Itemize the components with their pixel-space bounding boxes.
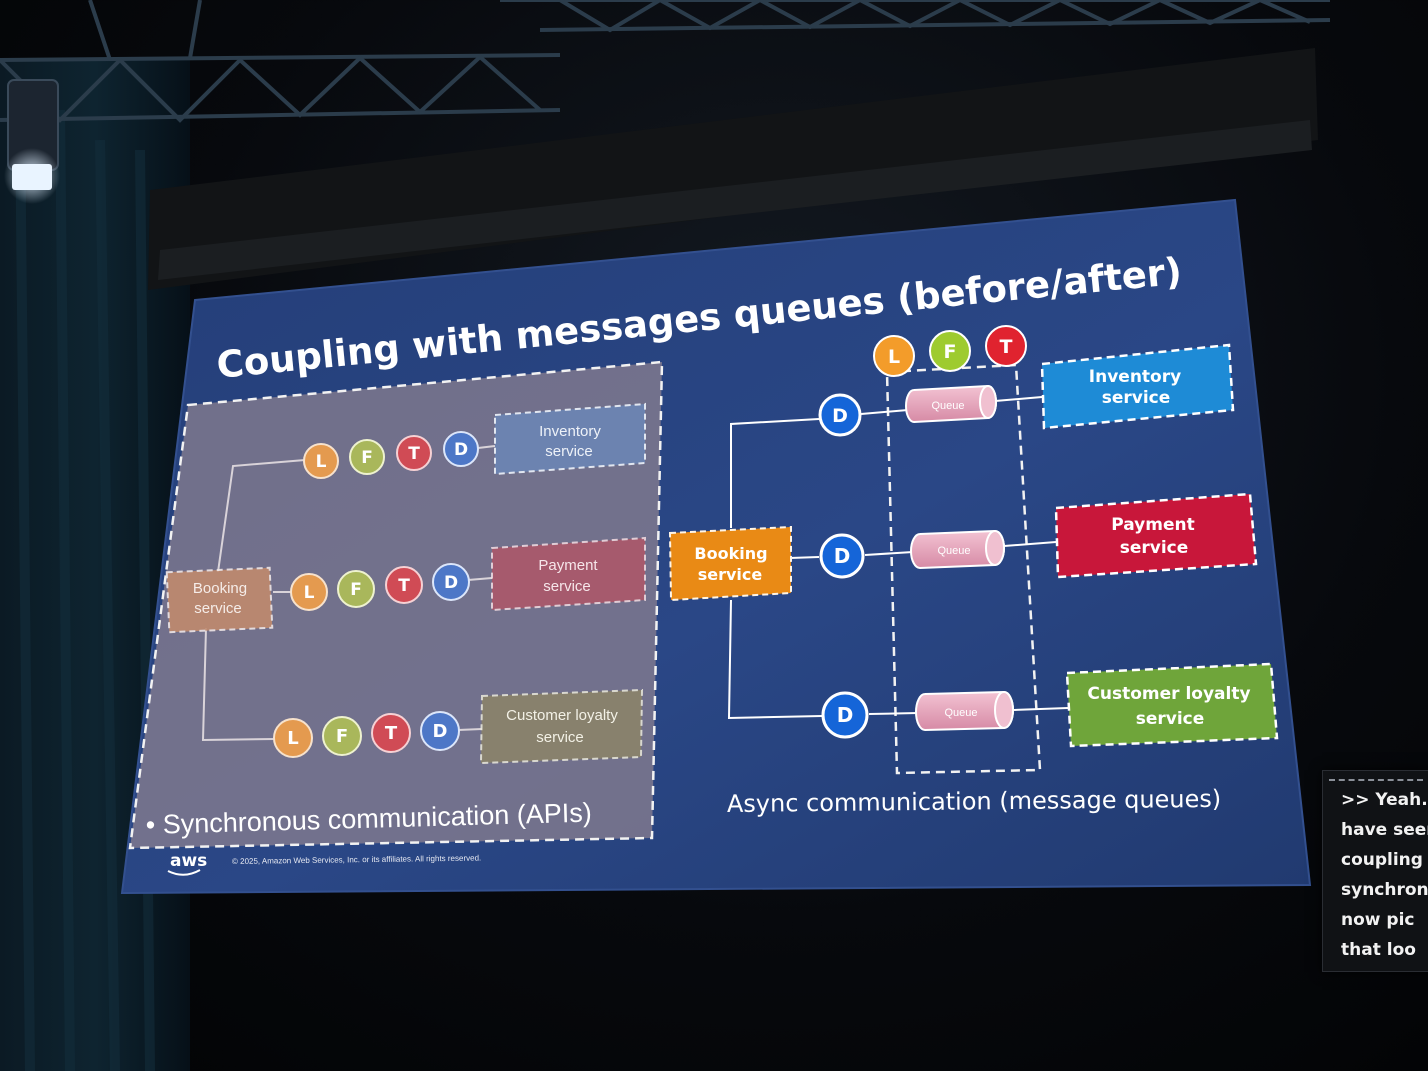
before-row1-badge-D: D	[454, 440, 468, 460]
before-loyalty-label-2: service	[536, 729, 584, 746]
caption-line-3: coupling	[1341, 850, 1423, 870]
before-booking-label-2: service	[194, 600, 242, 617]
before-row-loyalty: L F T D Customer loyalty service	[273, 688, 644, 765]
after-row-loyalty: D Queue Customer loyalty service	[821, 662, 1279, 748]
after-loyalty-label-1: Customer loyalty	[1087, 684, 1250, 704]
after-row3-badge-D: D	[837, 703, 854, 727]
before-connectors	[201, 445, 496, 742]
before-row2-badge-T: T	[398, 576, 410, 596]
before-inventory-label-1: Inventory	[539, 423, 601, 440]
before-row3-badge-F: F	[336, 726, 348, 747]
after-row-payment: D Queue Payment service	[819, 492, 1258, 579]
before-row2-badge-F: F	[350, 580, 362, 600]
before-booking-label-1: Booking	[193, 580, 247, 597]
after-inventory-label-2: service	[1102, 388, 1171, 408]
after-payment-label-2: service	[1120, 538, 1189, 558]
before-inventory-label-2: service	[545, 443, 593, 460]
before-row3-badge-T: T	[385, 723, 398, 744]
copyright-text: © 2025, Amazon Web Services, Inc. or its…	[232, 854, 481, 866]
before-payment-label-1: Payment	[538, 557, 598, 574]
caption-line-2: have seen	[1341, 820, 1428, 840]
queue-label-3: Queue	[944, 707, 977, 719]
before-row-payment: L F T D Payment service	[290, 536, 646, 612]
after-top-badges: L F T	[873, 325, 1027, 377]
before-row3-badge-D: D	[433, 721, 448, 742]
caption-line-1: >> Yeah. S	[1341, 790, 1428, 810]
stage-spotlight	[4, 79, 60, 204]
before-payment-label-2: service	[543, 578, 591, 595]
after-payment-label-1: Payment	[1111, 515, 1195, 535]
aws-smile-icon	[167, 869, 201, 876]
queue-cylinder-2	[910, 529, 1005, 570]
live-caption-panel: >> Yeah. S have seen coupling synchron n…	[1322, 770, 1428, 972]
after-badge-L: L	[888, 346, 900, 368]
queue-group-outline	[885, 363, 1042, 775]
after-booking-label-2: service	[698, 565, 763, 584]
screen-frame	[148, 48, 1318, 290]
caption-line-6: that loo	[1341, 940, 1416, 960]
before-row2-badge-D: D	[444, 573, 458, 593]
after-badge-T: T	[1000, 336, 1013, 358]
after-row-inventory: D Queue Inventory service	[818, 343, 1235, 437]
caption-line-5: now pic	[1341, 910, 1415, 930]
caption-divider	[1329, 779, 1423, 781]
caption-line-4: synchron	[1341, 880, 1428, 900]
before-row1-badge-T: T	[408, 444, 420, 464]
after-inventory-label-1: Inventory	[1089, 367, 1181, 387]
queue-label-2: Queue	[937, 545, 970, 557]
after-loyalty-label-2: service	[1136, 709, 1205, 729]
before-row1-badge-L: L	[316, 452, 327, 472]
after-booking-service: Booking service	[668, 525, 792, 602]
before-booking-service: Booking service	[165, 566, 274, 634]
queue-label-1: Queue	[931, 400, 964, 412]
after-connectors	[727, 396, 1069, 720]
before-row2-badge-L: L	[304, 583, 315, 603]
queue-cylinder-1	[905, 384, 997, 424]
before-row1-badge-F: F	[361, 448, 373, 468]
after-row2-badge-D: D	[834, 544, 851, 568]
before-row-inventory: L F T D Inventory service	[303, 402, 646, 479]
queue-cylinder-3	[915, 690, 1014, 732]
lighting-truss	[0, 0, 1331, 123]
before-row3-badge-L: L	[287, 728, 298, 749]
before-loyalty-label-1: Customer loyalty	[506, 707, 618, 724]
after-row1-badge-D: D	[832, 405, 848, 427]
after-badge-F: F	[944, 341, 957, 363]
after-booking-label-1: Booking	[694, 544, 767, 563]
after-caption: Async communication (message queues)	[727, 785, 1222, 818]
aws-logo: aws	[170, 851, 207, 871]
